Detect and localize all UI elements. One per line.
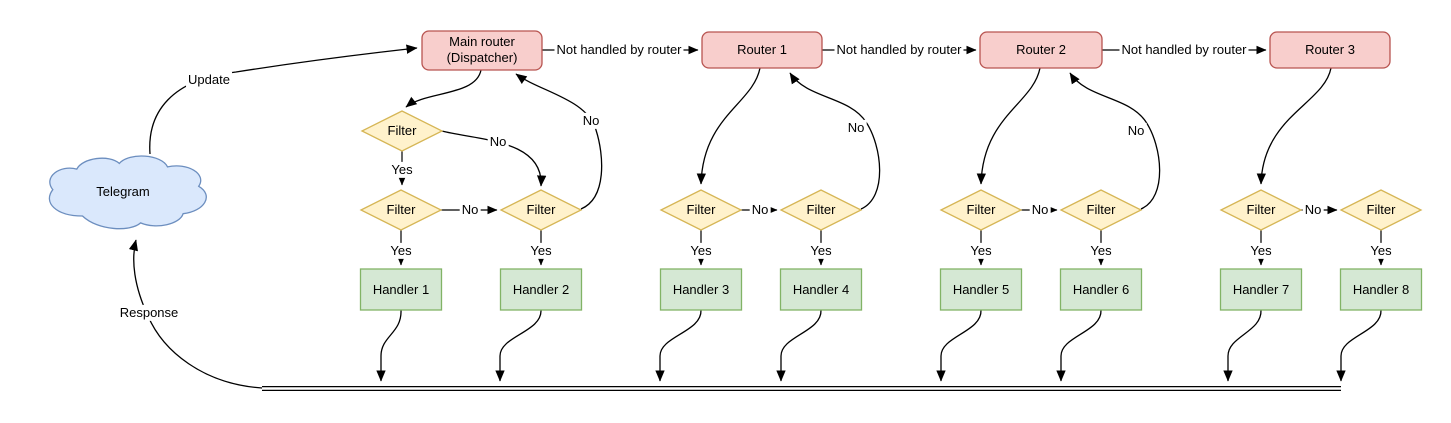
handler-7-label: Handler 7 [1232, 281, 1290, 297]
handler-6-node [1059, 268, 1143, 311]
edge-router3-to-filter7 [1256, 67, 1332, 185]
filter-label-1: Filter [387, 122, 417, 138]
filter-label-2: Filter [386, 201, 416, 217]
handler-8-node [1339, 268, 1423, 311]
handler-2-node [499, 268, 583, 311]
filter-label-5: Filter [806, 201, 836, 217]
router-2-node [979, 31, 1103, 69]
filter-label-4: Filter [686, 201, 716, 217]
edge-label-no-3: No [580, 112, 602, 130]
handler-1-node [359, 268, 443, 311]
edge-handler3-to-bus [655, 309, 702, 382]
edge-label-not-handled-3: Not handled by router [1119, 41, 1249, 59]
edge-label-no-1: No [487, 133, 509, 151]
filter-diamond-5 [779, 189, 863, 231]
filter-diamond-8 [1219, 189, 1303, 231]
edge-handler5-to-bus [936, 309, 982, 382]
edge-filter6-no-return [1069, 72, 1161, 210]
filter-label-7: Filter [1086, 201, 1116, 217]
filter-diamond-4 [659, 189, 743, 231]
edge-label-no-2: No [459, 201, 481, 219]
router-3-node [1269, 31, 1391, 69]
handler-7-node [1219, 268, 1303, 311]
filter-label-6: Filter [966, 201, 996, 217]
edge-label-yes-1: Yes [389, 161, 415, 179]
edge-label-update: Update [186, 71, 232, 89]
main-router-node [421, 30, 543, 71]
handler-5-node [939, 268, 1023, 311]
edge-label-no-4: No [749, 201, 771, 219]
edge-label-yes-5: Yes [808, 242, 834, 260]
handler-3-label: Handler 3 [672, 281, 730, 297]
edge-label-no-6: No [1029, 201, 1051, 219]
edge-label-yes-2: Yes [388, 242, 414, 260]
filter-diamond-2 [359, 189, 443, 231]
filter-diamond-1 [360, 110, 444, 152]
edge-response [128, 239, 263, 389]
telegram-cloud [48, 155, 207, 230]
handler-3-node [659, 268, 743, 311]
edge-label-yes-9: Yes [1368, 242, 1394, 260]
edge-update [149, 44, 418, 155]
edge-handler4-to-bus [776, 309, 822, 382]
response-bus-line [262, 386, 1341, 391]
filter-diamond-3 [499, 189, 583, 231]
edge-handler1-to-bus [376, 309, 402, 382]
edge-label-not-handled-2: Not handled by router [834, 41, 964, 59]
router-3-label: Router 3 [1305, 41, 1355, 57]
edge-label-yes-8: Yes [1248, 242, 1274, 260]
handler-1-label: Handler 1 [372, 281, 430, 297]
main-router-label: Main router (Dispatcher) [447, 34, 518, 67]
edge-label-no-5: No [845, 119, 867, 137]
edge-filter4-no-return [789, 72, 881, 210]
handler-5-label: Handler 5 [952, 281, 1010, 297]
filter-diamond-7 [1059, 189, 1143, 231]
handler-2-label: Handler 2 [512, 281, 570, 297]
edge-label-not-handled-1: Not handled by router [554, 41, 684, 59]
edge-filter2-no-return [515, 73, 603, 210]
edge-label-response: Response [117, 304, 181, 322]
edge-label-yes-4: Yes [688, 242, 714, 260]
edge-label-no-7: No [1125, 122, 1147, 140]
main-router-label-line2: (Dispatcher) [446, 50, 518, 65]
router-1-node [701, 31, 823, 69]
handler-8-label: Handler 8 [1352, 281, 1410, 297]
edge-dispatcher-to-filter-top [405, 69, 482, 108]
edge-router1-to-filter3 [696, 67, 761, 185]
edge-handler8-to-bus [1336, 309, 1382, 382]
router-2-label: Router 2 [1016, 41, 1066, 57]
edge-router2-to-filter5 [976, 67, 1041, 185]
edge-label-no-8: No [1302, 201, 1324, 219]
edge-label-yes-7: Yes [1088, 242, 1114, 260]
handler-4-node [779, 268, 863, 311]
router-1-label: Router 1 [737, 41, 787, 57]
edge-handler2-to-bus [495, 309, 542, 382]
filter-label-3: Filter [526, 201, 556, 217]
main-router-label-line1: Main router [449, 33, 515, 49]
telegram-label: Telegram [96, 183, 150, 199]
filter-label-9: Filter [1366, 201, 1396, 217]
filter-diamond-9 [1339, 189, 1423, 231]
filter-diamond-6 [939, 189, 1023, 231]
handler-6-label: Handler 6 [1072, 281, 1130, 297]
handler-4-label: Handler 4 [792, 281, 850, 297]
edge-label-yes-6: Yes [968, 242, 994, 260]
filter-label-8: Filter [1246, 201, 1276, 217]
edge-handler7-to-bus [1223, 309, 1262, 382]
edge-label-yes-3: Yes [528, 242, 554, 260]
edge-handler6-to-bus [1056, 309, 1102, 382]
